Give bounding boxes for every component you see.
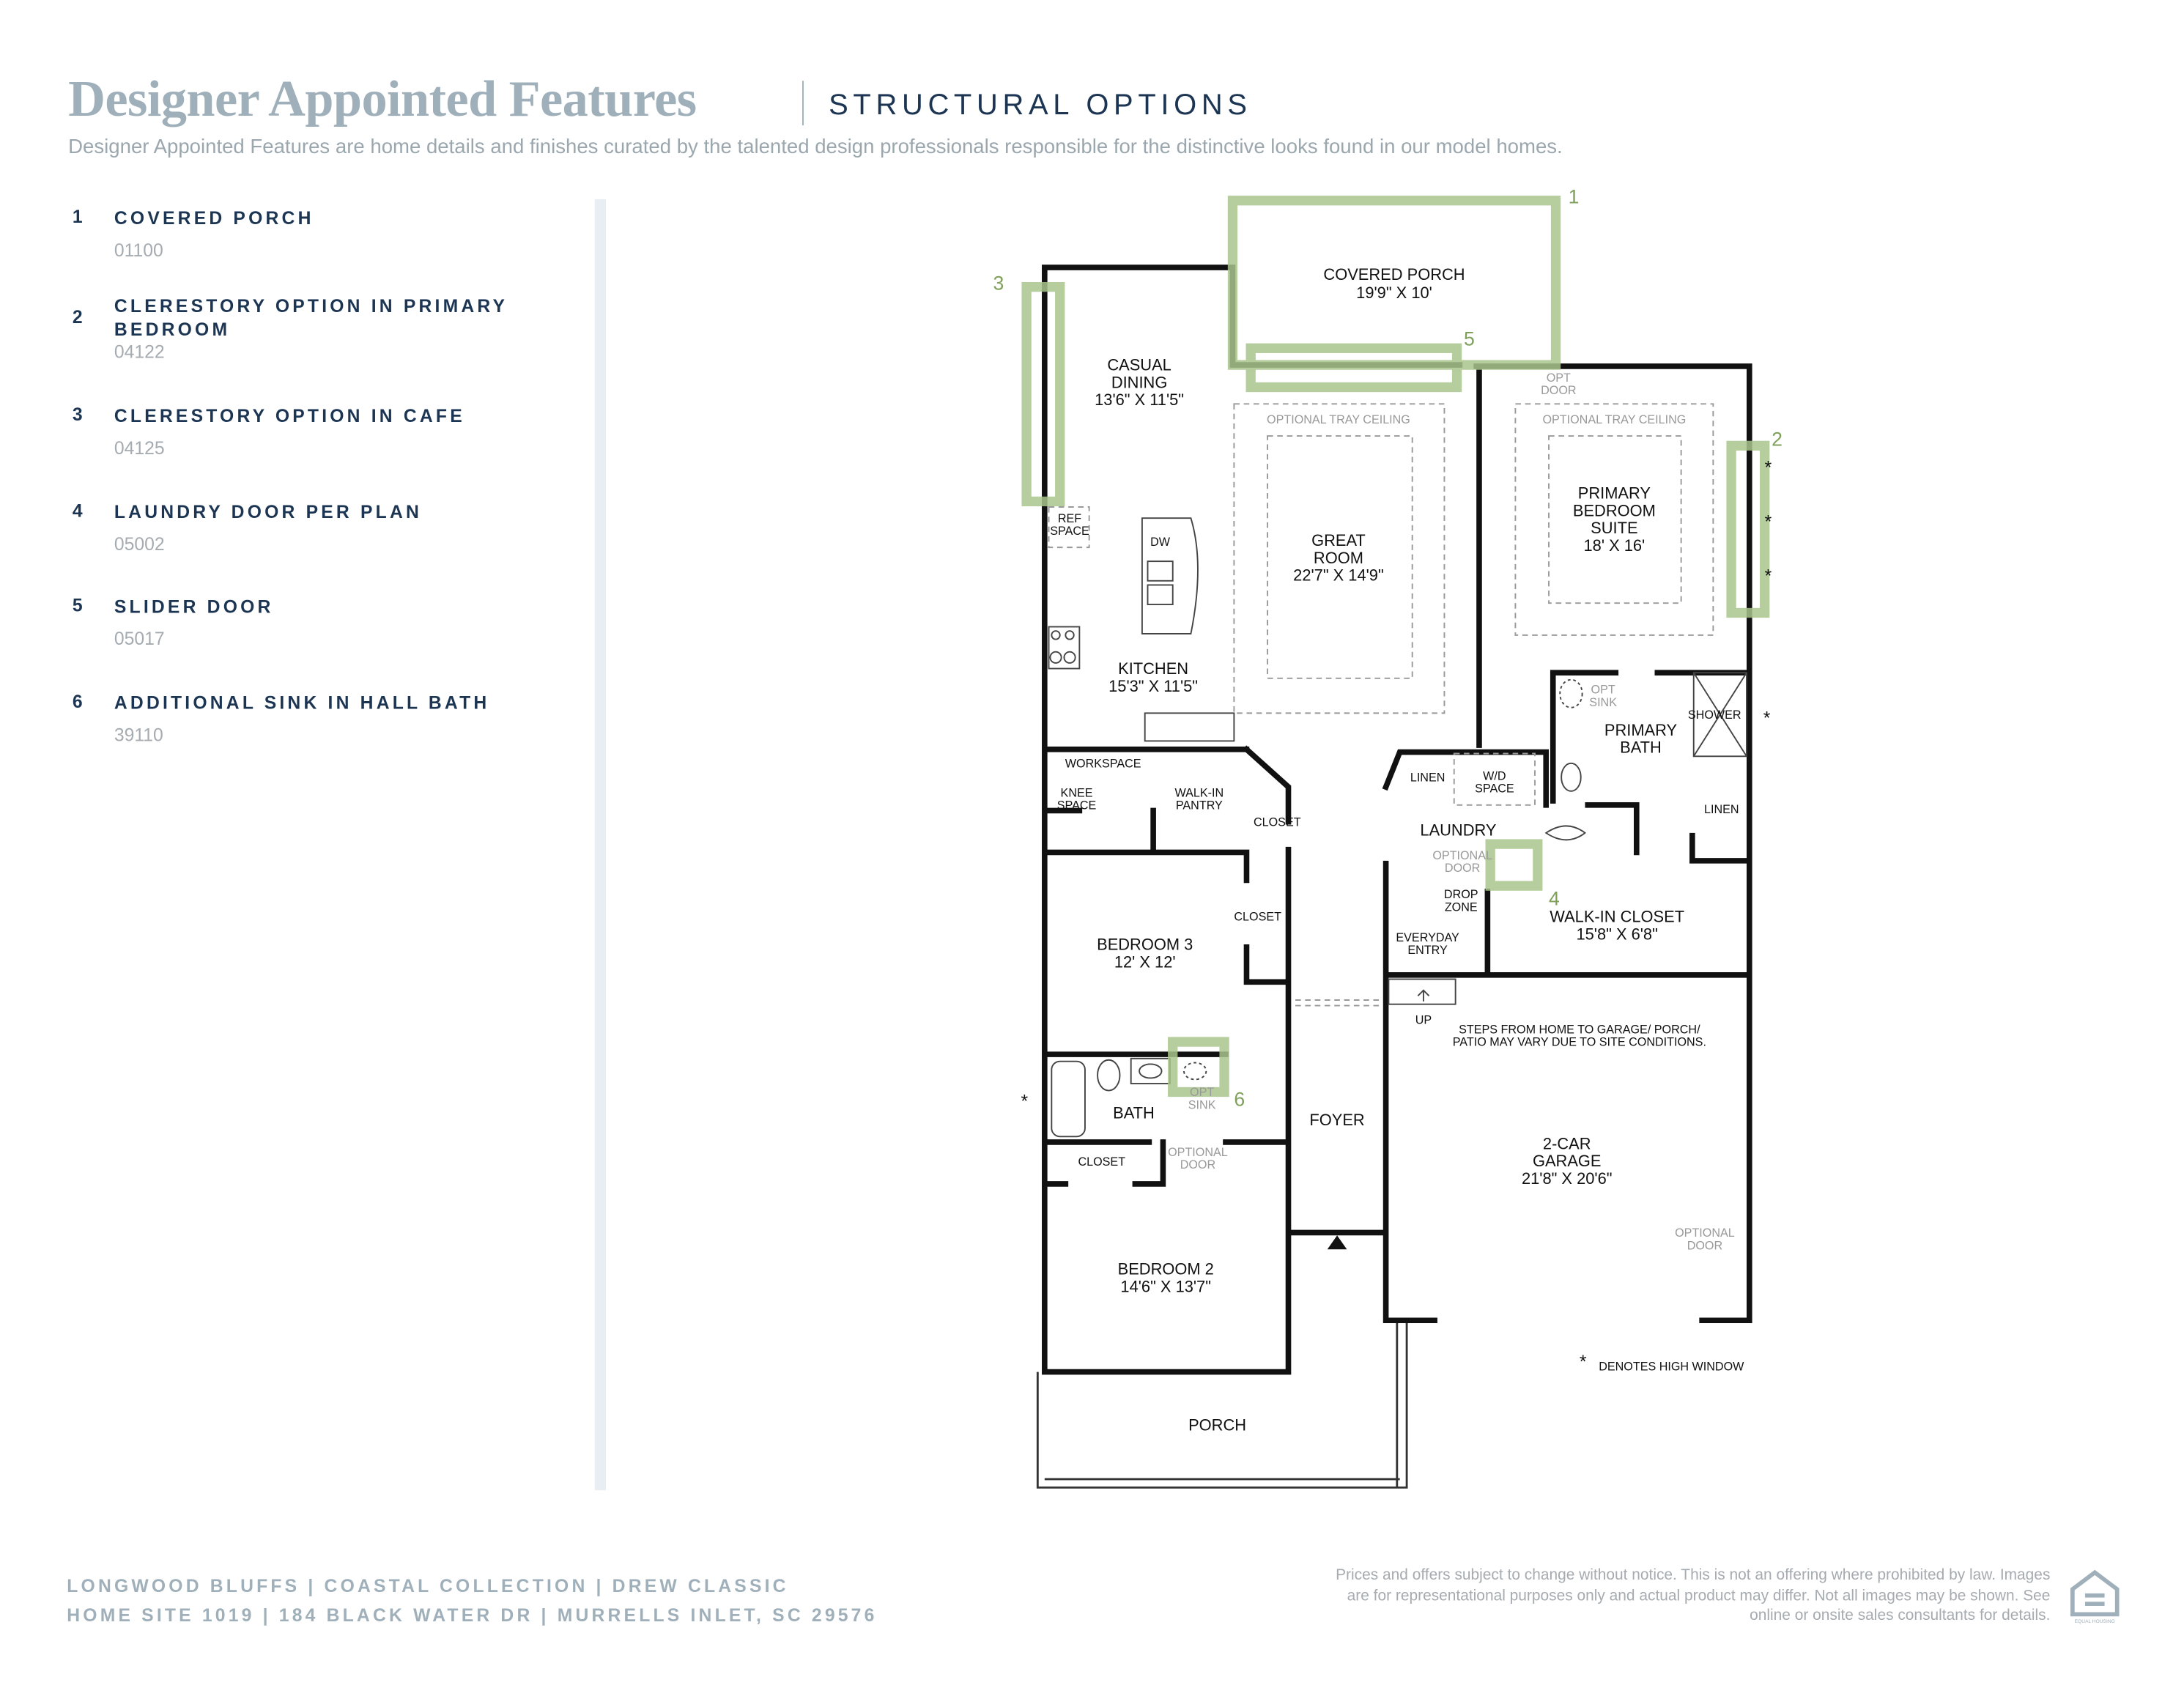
- svg-text:OPTIONAL TRAY CEILING: OPTIONAL TRAY CEILING: [1267, 413, 1410, 426]
- svg-text:*: *: [1580, 1352, 1587, 1372]
- highlight-covered-porch: [1227, 196, 1561, 370]
- walls: [1042, 264, 1752, 1375]
- footer-community: LONGWOOD BLUFFS | COASTAL COLLECTION | D…: [67, 1575, 789, 1596]
- callout-numbers: 1 2 3 4 5 6: [993, 186, 1783, 1111]
- option-number: 6: [72, 690, 83, 712]
- svg-text:*: *: [1765, 567, 1772, 587]
- svg-text:STEPS FROM HOME TO GARAGE/ POR: STEPS FROM HOME TO GARAGE/ PORCH/PATIO M…: [1453, 1023, 1706, 1049]
- svg-text:DW: DW: [1150, 536, 1171, 549]
- callout-3: 3: [993, 272, 1004, 294]
- option-name: SLIDER DOOR: [114, 596, 274, 618]
- high-window-asterisks: * * * * * *: [1021, 458, 1772, 1372]
- svg-text:EQUAL HOUSING: EQUAL HOUSING: [2075, 1619, 2115, 1624]
- svg-text:PORCH: PORCH: [1188, 1415, 1246, 1434]
- svg-text:WORKSPACE: WORKSPACE: [1065, 758, 1141, 771]
- option-name: CLERESTORY OPTION IN PRIMARY BEDROOM: [114, 295, 508, 340]
- svg-text:LINEN: LINEN: [1704, 803, 1739, 816]
- svg-text:SHOWER: SHOWER: [1688, 708, 1741, 722]
- option-code: 01100: [114, 239, 163, 261]
- porch-outline: [1036, 1323, 1408, 1489]
- option-number: 4: [72, 500, 83, 522]
- fixtures: [1048, 517, 1747, 1138]
- entry-arrow: [1327, 1235, 1347, 1250]
- option-code: 04125: [114, 437, 165, 459]
- option-code: 05002: [114, 533, 165, 555]
- footer-address: HOME SITE 1019 | 184 BLACK WATER DR | MU…: [67, 1604, 878, 1626]
- dashed-lines: [1048, 403, 1714, 1007]
- highlight-laundry-door: [1485, 839, 1543, 891]
- svg-text:LINEN: LINEN: [1410, 771, 1445, 785]
- disclaimer-text: Prices and offers subject to change with…: [1336, 1566, 2051, 1624]
- option-number: 3: [72, 404, 83, 425]
- highlight-hall-sink: [1168, 1037, 1229, 1097]
- option-highlights: [1021, 196, 1770, 1097]
- svg-text:*: *: [1765, 513, 1772, 533]
- option-code: 39110: [114, 724, 163, 746]
- svg-text:BEDROOM 214'6" X 13'7": BEDROOM 214'6" X 13'7": [1118, 1260, 1214, 1296]
- option-code: 05017: [114, 628, 165, 649]
- svg-text:BATH: BATH: [1113, 1104, 1155, 1122]
- callout-1: 1: [1569, 186, 1580, 208]
- svg-text:*: *: [1765, 458, 1772, 478]
- callout-2: 2: [1772, 428, 1783, 450]
- callout-6: 6: [1234, 1088, 1245, 1110]
- svg-text:CLOSET: CLOSET: [1078, 1155, 1125, 1169]
- highlight-clerestory-cafe: [1021, 281, 1065, 507]
- option-code: 04122: [114, 341, 165, 363]
- svg-text:*: *: [1021, 1092, 1029, 1111]
- svg-text:FOYER: FOYER: [1309, 1111, 1364, 1129]
- title-divider: [802, 81, 804, 126]
- divider-bar: [594, 199, 606, 1491]
- option-number: 2: [72, 306, 83, 327]
- intro-text: Designer Appointed Features are home det…: [68, 136, 1563, 159]
- svg-text:CLOSET: CLOSET: [1254, 815, 1301, 829]
- option-name: ADDITIONAL SINK IN HALL BATH: [114, 692, 490, 714]
- gray-labels: OPTIONAL TRAY CEILING OPTIONAL TRAY CEIL…: [1168, 371, 1735, 1252]
- svg-text:*: *: [1763, 709, 1771, 729]
- page-subtitle: STRUCTURAL OPTIONS: [829, 89, 1252, 122]
- svg-text:CLOSET: CLOSET: [1234, 911, 1281, 924]
- option-name: CLERESTORY OPTION IN CAFE: [114, 405, 465, 426]
- callout-5: 5: [1464, 327, 1475, 349]
- svg-text:LAUNDRY: LAUNDRY: [1420, 821, 1496, 840]
- callout-4: 4: [1549, 888, 1560, 910]
- page-title: Designer Appointed Features: [68, 70, 697, 128]
- option-number: 1: [72, 206, 83, 227]
- highlight-slider-door: [1245, 343, 1462, 393]
- equal-housing-logo: EQUAL HOUSING: [2070, 1569, 2120, 1624]
- svg-text:OPTIONAL TRAY CEILING: OPTIONAL TRAY CEILING: [1542, 413, 1686, 426]
- highlight-clerestory-primary: [1726, 440, 1770, 618]
- option-number: 5: [72, 594, 83, 616]
- svg-text:UP: UP: [1415, 1013, 1432, 1026]
- option-name: COVERED PORCH: [114, 207, 314, 229]
- svg-text:BEDROOM 312' X 12': BEDROOM 312' X 12': [1097, 936, 1193, 971]
- option-name: LAUNDRY DOOR PER PLAN: [114, 501, 423, 522]
- svg-text:DENOTES HIGH WINDOW: DENOTES HIGH WINDOW: [1599, 1361, 1744, 1374]
